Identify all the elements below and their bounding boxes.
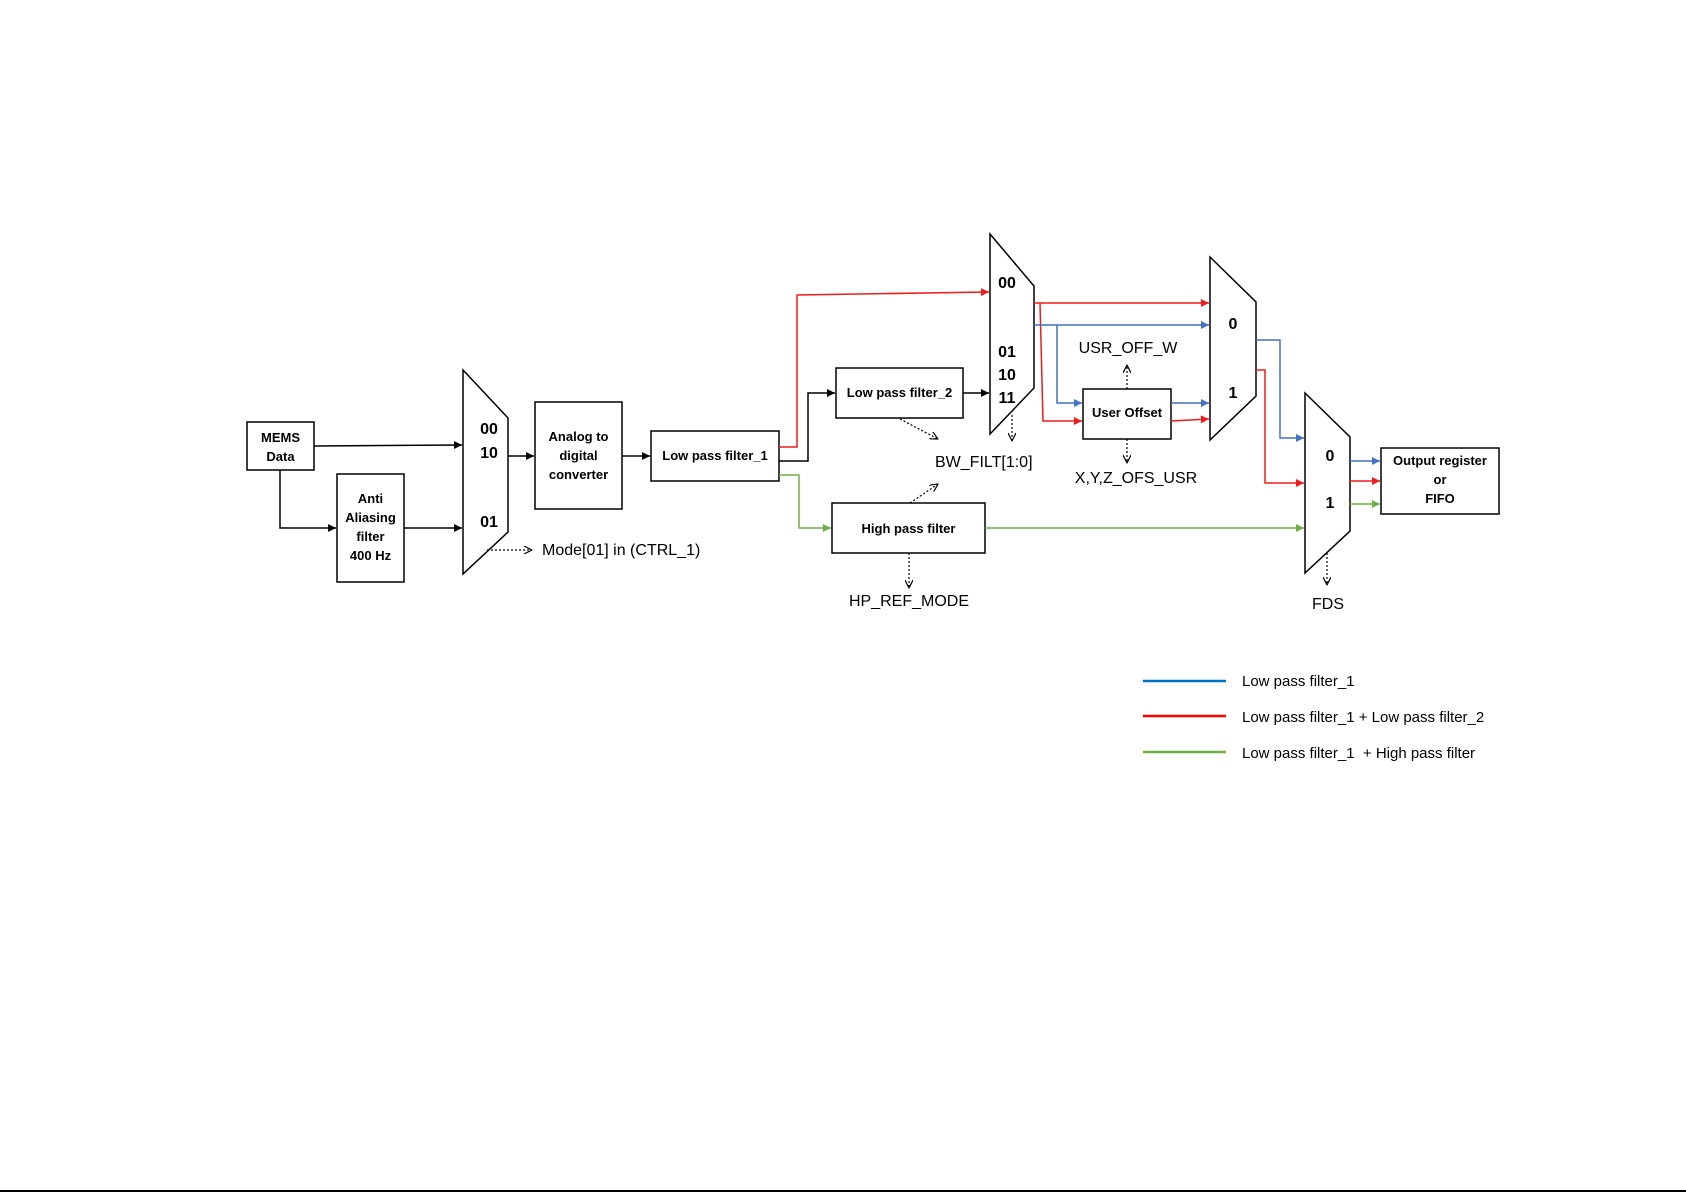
- aa-label-line4: 400 Hz: [350, 548, 392, 563]
- blue-path: [1034, 321, 1380, 465]
- user-offset-block: User Offset: [1082, 388, 1172, 440]
- aa-label-line3: filter: [356, 529, 384, 544]
- output-label-line1: Output register: [1393, 453, 1487, 468]
- output-register-fifo-block: Output register or FIFO: [1380, 447, 1500, 515]
- output-label-line3: FIFO: [1425, 491, 1455, 506]
- high-pass-filter-block: High pass filter: [831, 502, 986, 554]
- mux4-label-0: 0: [1326, 448, 1335, 465]
- mux2-label-11: 11: [999, 390, 1016, 407]
- legend-item-lpf1-lpf2: Low pass filter_1 + Low pass filter_2: [1143, 709, 1484, 726]
- adc-block: Analog to digital converter: [534, 401, 623, 510]
- hp-ref-mode-signal-label: HP_REF_MODE: [849, 593, 969, 610]
- adc-label-line3: converter: [549, 467, 608, 482]
- legend-label-lpf1-hpf: Low pass filter_1 + High pass filter: [1242, 745, 1475, 762]
- adc-label-line2: digital: [559, 448, 597, 463]
- mux2-label-01: 01: [998, 344, 1016, 361]
- mux-2: 00 01 10 11: [989, 231, 1035, 436]
- mux2-label-10: 10: [998, 367, 1016, 384]
- mems-data-label-line1: MEMS: [261, 430, 300, 445]
- lpf2-label: Low pass filter_2: [847, 385, 952, 400]
- legend-item-lpf1: Low pass filter_1: [1143, 673, 1355, 690]
- output-label-line2: or: [1434, 472, 1447, 487]
- bw-filt-signal-label: BW_FILT[1:0]: [935, 454, 1033, 471]
- low-pass-filter-1-block: Low pass filter_1: [650, 430, 780, 482]
- lpf1-label: Low pass filter_1: [662, 448, 767, 463]
- low-pass-filter-2-block: Low pass filter_2: [835, 367, 964, 419]
- legend-item-lpf1-hpf: Low pass filter_1 + High pass filter: [1143, 745, 1475, 762]
- hpf-label: High pass filter: [862, 521, 956, 536]
- mems-data-block: MEMS Data: [246, 421, 315, 471]
- aa-label-line1: Anti: [358, 491, 383, 506]
- mux1-label-01: 01: [480, 514, 498, 531]
- user-offset-label: User Offset: [1092, 405, 1163, 420]
- legend-label-lpf1: Low pass filter_1: [1242, 673, 1355, 690]
- mux3-label-0: 0: [1229, 316, 1238, 333]
- black-wires: [279, 389, 989, 532]
- mux3-label-1: 1: [1229, 385, 1238, 402]
- mux1-label-10: 10: [480, 445, 498, 462]
- mux-3: 0 1: [1209, 255, 1257, 442]
- anti-aliasing-filter-block: Anti Aliasing filter 400 Hz: [336, 473, 405, 583]
- xyz-ofs-usr-signal-label: X,Y,Z_OFS_USR: [1075, 470, 1197, 487]
- mode-signal-label: Mode[01] in (CTRL_1): [542, 542, 700, 559]
- adc-label-line1: Analog to: [549, 429, 609, 444]
- mux-4: 0 1: [1304, 391, 1351, 575]
- mux4-label-1: 1: [1326, 495, 1335, 512]
- usr-off-w-signal-label: USR_OFF_W: [1079, 340, 1179, 357]
- legend-label-lpf1-lpf2: Low pass filter_1 + Low pass filter_2: [1242, 709, 1484, 726]
- fds-signal-label: FDS: [1312, 596, 1344, 613]
- green-path: [779, 474, 1380, 532]
- red-path: [779, 288, 1380, 487]
- control-signals: Mode[01] in (CTRL_1) BW_FILT[1:0] HP_REF…: [487, 340, 1344, 613]
- mux1-label-00: 00: [480, 421, 498, 438]
- mux-1: 00 10 01: [462, 368, 509, 576]
- mux2-label-00: 00: [998, 275, 1016, 292]
- aa-label-line2: Aliasing: [345, 510, 396, 525]
- legend: Low pass filter_1 Low pass filter_1 + Lo…: [1143, 673, 1484, 762]
- mems-data-label-line2: Data: [266, 449, 295, 464]
